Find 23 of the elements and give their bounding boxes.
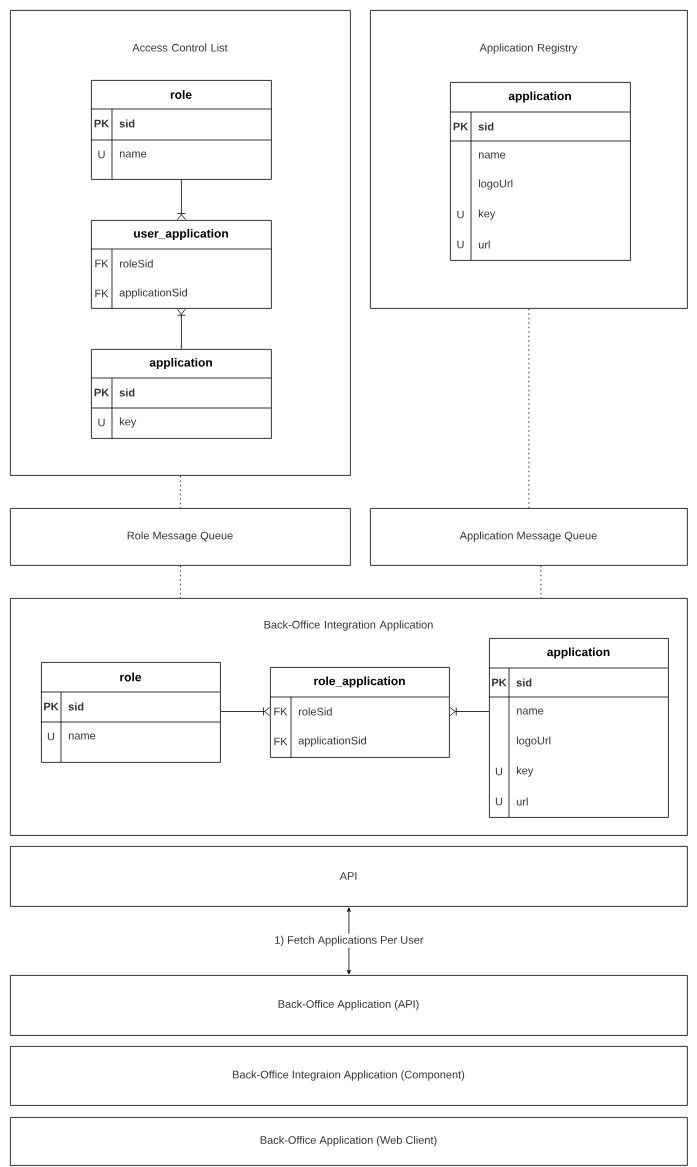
entity-table: role PK sid U name: [40, 662, 221, 763]
edge-label: 1) Fetch Applications Per User: [272, 933, 426, 949]
relationship-line: [220, 707, 270, 716]
entity-table: application PK sid U key: [90, 349, 272, 439]
connector-line: [528, 308, 530, 509]
relationship-line: [449, 707, 490, 716]
process-box: Application Message Queue: [370, 508, 688, 566]
arrow: [346, 907, 351, 975]
entity-table: role_application FK roleSid FK applicationSid: [269, 667, 450, 758]
process-box: Back-Office Integraion Application (Component): [10, 1046, 688, 1106]
entity-table: role PK sid U name: [90, 80, 272, 180]
entity-table: user_application FK roleSid FK applicationSid: [90, 220, 272, 309]
connector-line: [180, 475, 181, 509]
relationship-line: [177, 179, 186, 220]
connector-line: [180, 565, 181, 599]
relationship-line: [177, 308, 186, 350]
process-box: API: [10, 846, 688, 907]
process-box: Back-Office Application (Web Client): [10, 1117, 688, 1166]
process-box: Back-Office Application (API): [10, 975, 688, 1036]
entity-table: application PK sid name logoUrl U key U url: [449, 82, 631, 261]
connector-line: [540, 565, 542, 599]
entity-table: application PK sid name logoUrl U key U url: [488, 638, 669, 818]
process-box: Role Message Queue: [10, 508, 351, 566]
